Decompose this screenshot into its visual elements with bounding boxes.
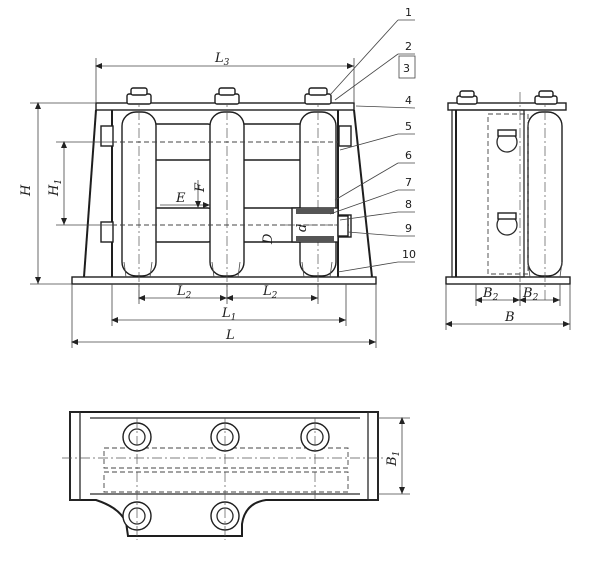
post-left — [121, 92, 157, 300]
front-dimensions — [30, 58, 377, 348]
side-bolt-head-1 — [456, 90, 478, 105]
callout-10: 10 — [402, 248, 416, 261]
bolt-head-2 — [214, 87, 240, 105]
dim-B2-left: B2 — [482, 286, 499, 303]
left-lug-upper — [100, 125, 114, 147]
bolt-head-1 — [126, 87, 152, 105]
dim-E: E — [175, 191, 186, 206]
dim-L2-left: L2 — [176, 284, 192, 301]
callout-7: 7 — [405, 176, 412, 189]
dim-H: H — [19, 184, 34, 197]
side-view — [445, 90, 571, 300]
callout-9: 9 — [405, 222, 412, 235]
callout-5: 5 — [405, 120, 412, 133]
dim-D: D — [261, 233, 276, 245]
post-middle — [209, 92, 245, 300]
callout-1: 1 — [405, 6, 412, 19]
left-lug-lower — [100, 221, 114, 243]
callout-numbers: 1 2 3 4 5 6 7 8 9 10 — [402, 6, 416, 261]
callout-3: 3 — [403, 62, 410, 75]
dim-L3: L3 — [214, 51, 230, 68]
right-cheek — [353, 109, 373, 278]
plan-view — [62, 411, 385, 540]
base-plate — [71, 276, 377, 285]
dim-B: B — [504, 310, 515, 325]
dimension-labels: L3 H H1 E F D d L2 L2 L1 L B2 B2 B B1 — [19, 51, 539, 467]
post-right — [299, 92, 337, 300]
plan-dimensions — [378, 417, 410, 495]
dim-F: F — [193, 182, 208, 193]
dim-L: L — [225, 328, 235, 343]
callout-4: 4 — [405, 94, 412, 107]
callout-2: 2 — [405, 40, 412, 53]
dim-B2-right: B2 — [522, 286, 539, 303]
left-cheek — [83, 109, 97, 278]
side-bolt-head-2 — [534, 90, 558, 105]
dim-d: d — [295, 224, 310, 232]
bolt-head-3 — [304, 87, 332, 105]
dim-H1: H1 — [47, 179, 64, 197]
front-view — [71, 87, 377, 300]
callout-6: 6 — [405, 149, 412, 162]
callout-8: 8 — [405, 198, 412, 211]
callout-leaders — [329, 19, 416, 273]
side-dimensions — [445, 284, 571, 330]
dim-L1: L1 — [221, 306, 236, 323]
dim-B1: B1 — [385, 451, 402, 467]
dim-L2-right: L2 — [262, 284, 278, 301]
